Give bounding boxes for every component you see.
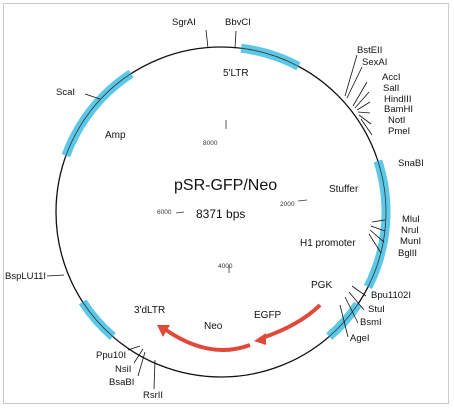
neo-arrow-head <box>157 325 170 337</box>
site-label: SalI <box>383 83 399 94</box>
site-label: NsiI <box>115 364 131 375</box>
feature-arrows <box>157 303 322 352</box>
site-label: BamHI <box>384 104 413 115</box>
site-label: AgeI <box>350 333 370 344</box>
neo-arrow <box>164 328 251 352</box>
site-label: PmeI <box>388 126 410 137</box>
site-label: RsrII <box>143 390 163 401</box>
site-label: StuI <box>368 304 385 315</box>
site-label: BsaBI <box>109 377 134 388</box>
tick-label: 4000 <box>218 263 233 270</box>
site-label: SnaBI <box>398 158 424 169</box>
egfp-arrow <box>261 303 322 340</box>
site-label: ScaI <box>56 87 75 98</box>
dltr3-segment-outline <box>82 301 114 337</box>
feature-label: PGK <box>311 280 332 291</box>
stuffer-segment-outline <box>367 160 387 288</box>
tick-label: 2000 <box>280 201 295 208</box>
dltr3-segment <box>78 299 116 340</box>
pgk-segment-outline <box>328 304 359 337</box>
site-label: BglII <box>398 248 417 259</box>
site-label: BstEII <box>357 45 382 56</box>
feature-label: 5'LTR <box>223 68 249 79</box>
ltr5-segment-outline <box>241 47 299 67</box>
site-label: BsmI <box>360 317 382 328</box>
feature-label: Amp <box>105 130 126 141</box>
restriction-sites: SgrAI BbvCI BstEII SexAI AccI SalI HindI… <box>5 17 424 401</box>
stuffer-segment <box>363 159 391 289</box>
site-label: BspLU11I <box>5 271 46 282</box>
figure-frame <box>3 3 449 404</box>
site-label: MunI <box>400 236 421 247</box>
site-label: MluI <box>402 214 420 225</box>
feature-label: EGFP <box>254 310 282 321</box>
plasmid-name: pSR-GFP/Neo <box>174 177 277 194</box>
feature-label: Stuffer <box>329 184 359 195</box>
feature-label: 3'dLTR <box>134 305 165 316</box>
site-label: NotI <box>388 115 405 126</box>
amp-segment-outline <box>65 73 132 156</box>
site-label: SgrAI <box>172 17 196 28</box>
tick-label: 6000 <box>157 209 172 216</box>
site-label: Ppu10I <box>96 350 126 361</box>
tick-label: 8000 <box>203 140 218 147</box>
plasmid-size: 8371 bps <box>196 207 245 221</box>
position-ticks: 8000 2000 6000 4000 <box>157 120 308 273</box>
site-label: AccI <box>382 72 400 83</box>
site-label: NruI <box>401 225 419 236</box>
ltr5-segment <box>240 43 301 71</box>
site-label: HindIII <box>384 94 411 105</box>
feature-label: Neo <box>204 321 223 332</box>
feature-label: H1 promoter <box>300 238 356 249</box>
site-label: BbvCI <box>225 17 251 28</box>
egfp-arrow-head <box>254 333 266 345</box>
site-label: SexAI <box>362 57 387 68</box>
amp-segment <box>61 69 134 158</box>
site-leaders <box>46 29 386 390</box>
site-label: Bpu1102I <box>371 290 411 301</box>
feature-labels: 5'LTR Stuffer H1 promoter PGK EGFP Neo 3… <box>105 68 359 332</box>
feature-segments <box>61 43 391 340</box>
